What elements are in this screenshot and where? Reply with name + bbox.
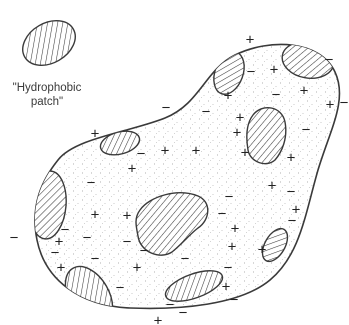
negative-charge: − [87,175,96,192]
negative-charge: − [116,280,125,297]
positive-charge: + [123,208,132,225]
positive-charge: + [91,126,100,143]
negative-charge: − [91,251,100,268]
negative-charge: − [140,243,149,260]
positive-charge: + [233,125,242,142]
minus-charge: − [137,146,146,163]
positive-charge: + [192,143,201,160]
negative-charge: − [166,297,175,314]
negative-charge: − [340,95,349,112]
positive-charge: + [246,32,255,49]
positive-charge: + [270,62,279,79]
positive-charge: + [57,260,66,277]
negative-charge: − [287,184,296,201]
positive-charge: + [258,242,267,259]
positive-charge: + [287,150,296,167]
negative-charge: − [224,260,233,277]
negative-charge: − [302,122,311,139]
negative-charge: − [10,230,19,247]
positive-charge: + [326,97,335,114]
negative-charge: − [325,52,334,69]
positive-charge: + [154,313,163,325]
legend-label-line2: patch" [31,96,63,108]
negative-charge: − [83,230,92,247]
negative-charge: − [123,234,132,251]
positive-charge: + [231,221,240,238]
negative-charge: − [162,100,171,117]
negative-charge: − [202,104,211,121]
negative-charge: − [179,305,188,322]
negative-charge: − [272,87,281,104]
positive-charge: + [161,143,170,160]
positive-charge: + [224,88,233,105]
positive-charge: + [228,239,237,256]
positive-charge: + [241,145,250,162]
negative-charge: − [225,189,234,206]
legend-hydrophobic-patch [15,12,83,75]
negative-charge: − [218,206,227,223]
positive-charge: + [268,178,277,195]
negative-charge: − [288,213,297,230]
positive-charge: + [133,260,142,277]
negative-charge: − [247,64,256,81]
legend-label-line1: "Hydrophobic [13,82,82,94]
positive-charge: + [91,207,100,224]
positive-charge: + [128,161,137,178]
positive-charge: + [300,83,309,100]
negative-charge: − [181,251,190,268]
negative-charge: − [230,292,239,309]
